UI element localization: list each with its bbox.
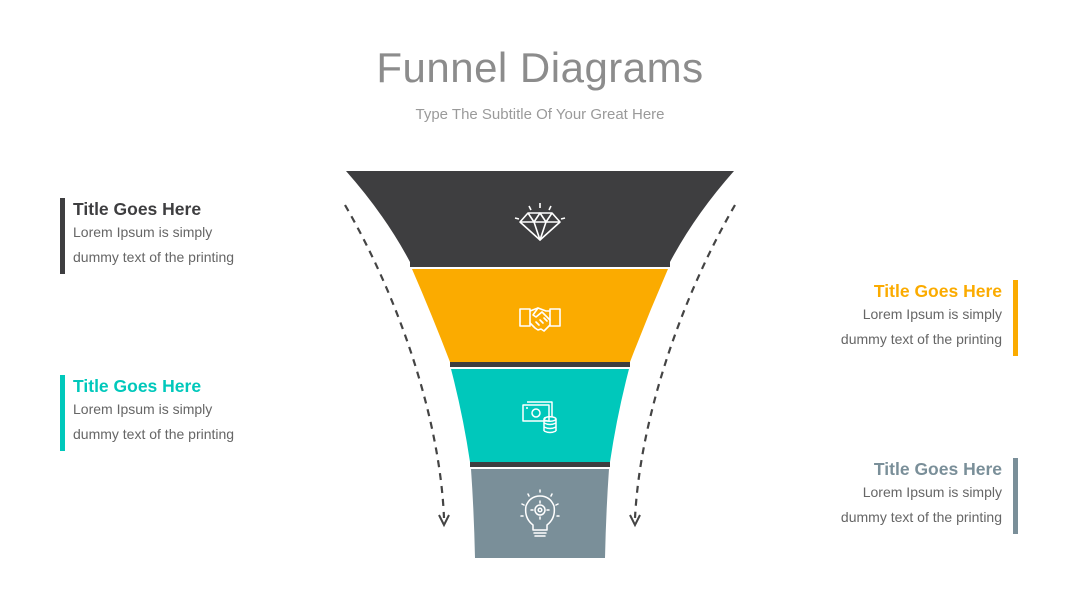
handshake-icon <box>519 307 561 332</box>
text-block-4: Title Goes Here Lorem Ipsum is simply du… <box>778 458 1018 534</box>
accent-bar <box>1013 458 1018 534</box>
block-text-line: Lorem Ipsum is simply <box>862 484 1002 500</box>
block-text-line: Lorem Ipsum is simply <box>73 224 213 240</box>
right-dashed-arrow <box>633 204 736 519</box>
block-heading: Title Goes Here <box>73 199 202 219</box>
page-subtitle: Type The Subtitle Of Your Great Here <box>415 106 665 123</box>
block-heading: Title Goes Here <box>873 459 1002 479</box>
funnel-stage-4 <box>471 469 609 558</box>
text-block-2: Title Goes Here Lorem Ipsum is simply du… <box>60 375 300 451</box>
lightbulb-gear-icon <box>520 489 560 537</box>
funnel-stage-1 <box>346 171 734 267</box>
funnel-stage-3 <box>451 369 629 467</box>
page-title: Funnel Diagrams <box>376 44 704 91</box>
left-dashed-arrow <box>344 204 446 519</box>
accent-bar <box>1013 280 1018 356</box>
right-arrowhead <box>629 514 641 528</box>
block-heading: Title Goes Here <box>73 376 202 396</box>
funnel-stage-2 <box>412 269 668 367</box>
money-icon <box>522 401 557 434</box>
block-text-line: Lorem Ipsum is simply <box>862 306 1002 322</box>
diamond-icon <box>514 203 566 241</box>
block-text-line: dummy text of the printing <box>73 249 235 265</box>
block-text-line: Lorem Ipsum is simply <box>73 401 213 417</box>
block-text-line: dummy text of the printing <box>73 426 235 442</box>
accent-bar <box>60 375 65 451</box>
block-text-line: dummy text of the printing <box>840 331 1002 347</box>
left-arrowhead <box>438 514 450 528</box>
block-heading: Title Goes Here <box>873 281 1002 301</box>
accent-bar <box>60 198 65 274</box>
text-block-3: Title Goes Here Lorem Ipsum is simply du… <box>778 280 1018 356</box>
block-text-line: dummy text of the printing <box>840 509 1002 525</box>
text-block-1: Title Goes Here Lorem Ipsum is simply du… <box>60 198 300 274</box>
